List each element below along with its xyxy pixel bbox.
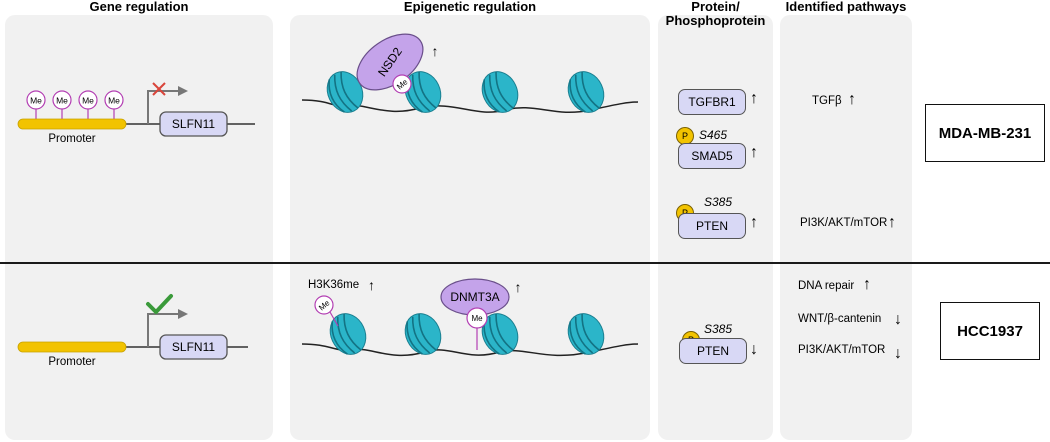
smad5-site-label: S465: [699, 128, 728, 142]
header-protein-line1: Protein/: [691, 0, 740, 14]
slfn11-gene-box-bottom: [159, 334, 228, 360]
nucleosome-bottom-1: [322, 306, 374, 362]
pathway-pi3k-bottom-down-arrow: ↓: [894, 345, 902, 362]
check-icon: [146, 294, 173, 314]
svg-text:Me: Me: [108, 96, 120, 106]
svg-text:Me: Me: [471, 314, 483, 323]
svg-text:DNMT3A: DNMT3A: [450, 290, 499, 304]
nucleosome-top-4: [560, 64, 612, 120]
slfn11-gene-box-top: [159, 111, 228, 137]
gene-regulation-diagram: Me Me Me Me Promoter SLFN11 Promoter SLF…: [17, 82, 255, 368]
slfn11-label-top: SLFN11: [172, 117, 215, 131]
tss-arrow-bottom: [147, 309, 188, 347]
methyl-group-dnmt3a: Me: [466, 307, 488, 350]
nucleosome-top-3: [474, 64, 526, 120]
methyl-group-nsd2: Me: [392, 74, 412, 94]
pathway-wnt-down-arrow: ↓: [894, 311, 902, 328]
header-protein-line2: Phosphoprotein: [665, 13, 766, 28]
svg-text:Me: Me: [82, 96, 94, 106]
cell-line-label-mda-mb-231: MDA-MB-231: [925, 104, 1045, 162]
h3k36me-up-arrow: ↑: [368, 277, 375, 293]
pathway-dna-repair: DNA repair: [798, 280, 855, 292]
slfn11-label-bottom: SLFN11: [172, 340, 215, 354]
cross-icon: [152, 82, 166, 96]
svg-text:Me: Me: [30, 96, 42, 106]
tgfbr1-box: TGFBR1: [678, 89, 746, 115]
promoter-label-bottom: Promoter: [48, 356, 95, 368]
h3k36me-label: H3K36me: [308, 279, 359, 291]
pathways-panel: [780, 15, 912, 440]
header-identified-pathways: Identified pathways: [785, 0, 907, 14]
pten-site-label-top: S385: [704, 195, 733, 209]
pten-site-label-bottom: S385: [704, 322, 733, 336]
pten-box-top: PTEN: [678, 213, 746, 239]
pathway-dna-repair-up-arrow: ↑: [863, 276, 871, 293]
promoter-bar-bottom: [17, 341, 127, 353]
gene-regulation-panel: [5, 15, 273, 440]
tss-arrow-top: [147, 86, 188, 124]
nucleosome-bottom-2: [397, 306, 449, 362]
header-gene-regulation: Gene regulation: [89, 0, 189, 14]
nsd2-up-arrow: ↑: [432, 43, 439, 59]
pathway-tgfb: TGFβ: [812, 95, 842, 107]
smad5-up-arrow: ↑: [750, 144, 758, 161]
cell-line-label-hcc1937: HCC1937: [940, 302, 1040, 360]
promoter-bar-top: [17, 118, 127, 130]
pathway-tgfb-up-arrow: ↑: [848, 91, 856, 108]
pten-box-bottom: PTEN: [679, 338, 747, 364]
nucleosome-bottom-4: [560, 306, 612, 362]
svg-text:Me: Me: [56, 96, 68, 106]
pathway-pi3k-top: PI3K/AKT/mTOR: [800, 217, 888, 229]
pathway-pi3k-top-up-arrow: ↑: [888, 214, 896, 231]
promoter-label-top: Promoter: [48, 133, 95, 145]
pten-up-arrow: ↑: [750, 214, 758, 231]
pten-down-arrow: ↓: [750, 341, 758, 358]
header-epigenetic-regulation: Epigenetic regulation: [403, 0, 537, 14]
methyl-group-h3k36: Me: [314, 295, 339, 327]
pathway-pi3k-bottom: PI3K/AKT/mTOR: [798, 344, 886, 356]
dnmt3a-up-arrow: ↑: [515, 279, 522, 295]
tgfbr1-up-arrow: ↑: [750, 90, 758, 107]
smad5-box: SMAD5: [678, 143, 746, 169]
epigenetic-regulation-diagram: NSD2 Me ↑ H3K36me ↑ Me DNMT3A Me ↑: [301, 33, 639, 362]
row-separator: [0, 262, 1050, 264]
pathway-wnt: WNT/β-cantenin: [798, 313, 882, 325]
